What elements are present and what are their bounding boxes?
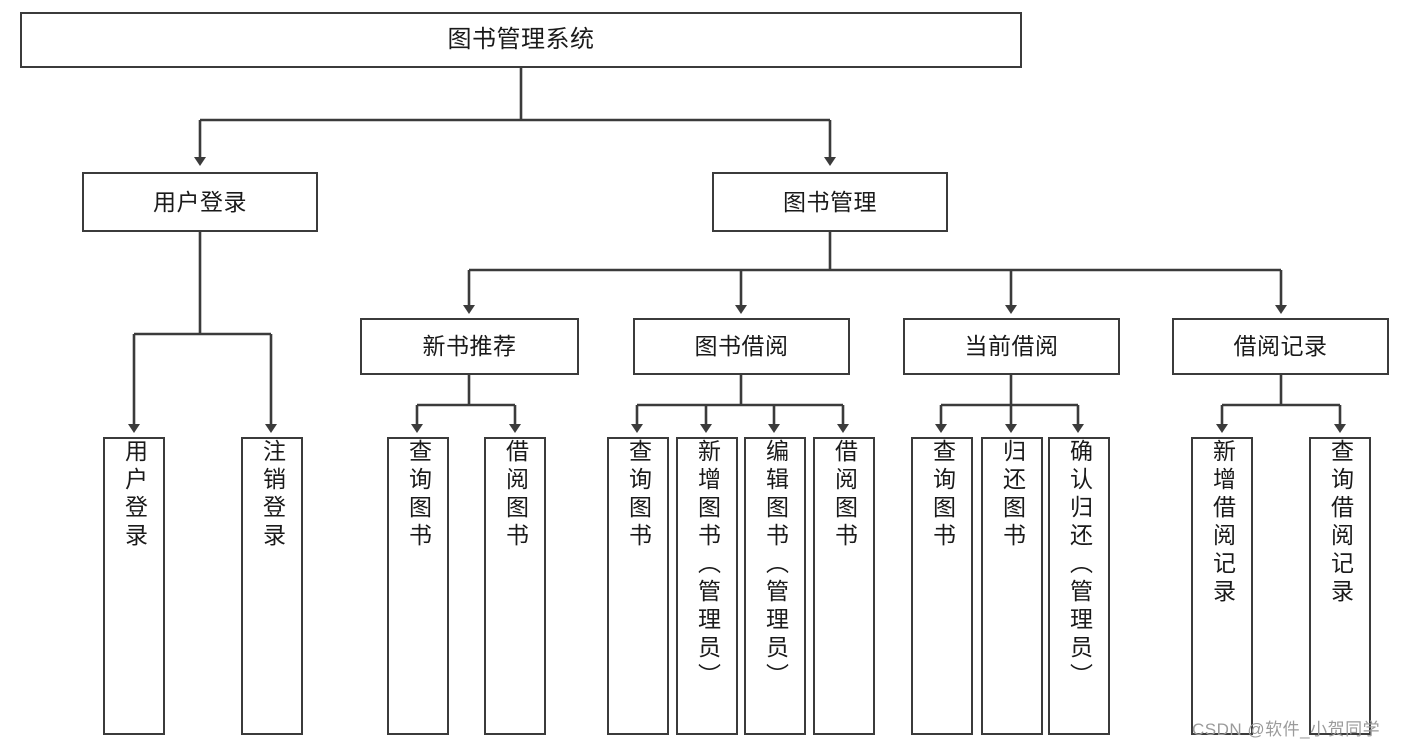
leaf-query-book-current[interactable]: 查询图书 <box>911 437 973 735</box>
node-label: 用户登录 <box>121 439 148 551</box>
node-book-management[interactable]: 图书管理 <box>712 172 948 232</box>
node-label: 注销登录 <box>259 439 286 551</box>
node-book-borrow[interactable]: 图书借阅 <box>633 318 850 375</box>
leaf-add-book-admin[interactable]: 新增图书（管理员） <box>676 437 738 735</box>
node-label: 确认归还（管理员） <box>1066 439 1093 691</box>
node-label: 编辑图书（管理员） <box>762 439 789 691</box>
csdn-watermark: CSDN @软件_小贺同学 <box>1192 720 1381 739</box>
node-label: 新增借阅记录 <box>1209 439 1236 607</box>
node-label: 查询借阅记录 <box>1327 439 1354 607</box>
leaf-query-book-borrow[interactable]: 查询图书 <box>607 437 669 735</box>
node-new-book-recommend[interactable]: 新书推荐 <box>360 318 579 375</box>
leaf-logout[interactable]: 注销登录 <box>241 437 303 735</box>
node-label: 查询图书 <box>625 439 652 551</box>
leaf-return-book[interactable]: 归还图书 <box>981 437 1043 735</box>
leaf-add-borrow-record[interactable]: 新增借阅记录 <box>1191 437 1253 735</box>
node-label: 图书管理 <box>783 188 877 215</box>
leaf-confirm-return-admin[interactable]: 确认归还（管理员） <box>1048 437 1110 735</box>
node-root-system[interactable]: 图书管理系统 <box>20 12 1022 68</box>
node-label: 查询图书 <box>929 439 956 551</box>
node-label: 用户登录 <box>153 188 247 215</box>
leaf-user-login[interactable]: 用户登录 <box>103 437 165 735</box>
node-current-borrow[interactable]: 当前借阅 <box>903 318 1120 375</box>
node-borrow-record[interactable]: 借阅记录 <box>1172 318 1389 375</box>
node-label: 归还图书 <box>999 439 1026 551</box>
node-label: 图书管理系统 <box>447 26 595 54</box>
leaf-borrow-book[interactable]: 借阅图书 <box>813 437 875 735</box>
node-label: 图书借阅 <box>694 333 789 360</box>
node-user-login[interactable]: 用户登录 <box>82 172 318 232</box>
node-label: 借阅记录 <box>1233 333 1328 360</box>
node-label: 借阅图书 <box>831 439 858 551</box>
node-label: 新增图书（管理员） <box>694 439 721 691</box>
leaf-query-borrow-record[interactable]: 查询借阅记录 <box>1309 437 1371 735</box>
leaf-edit-book-admin[interactable]: 编辑图书（管理员） <box>744 437 806 735</box>
node-label: 查询图书 <box>405 439 432 551</box>
node-label: 当前借阅 <box>964 333 1059 360</box>
node-label: 新书推荐 <box>422 333 517 360</box>
leaf-borrow-book-recommend[interactable]: 借阅图书 <box>484 437 546 735</box>
leaf-query-book-recommend[interactable]: 查询图书 <box>387 437 449 735</box>
node-label: 借阅图书 <box>502 439 529 551</box>
